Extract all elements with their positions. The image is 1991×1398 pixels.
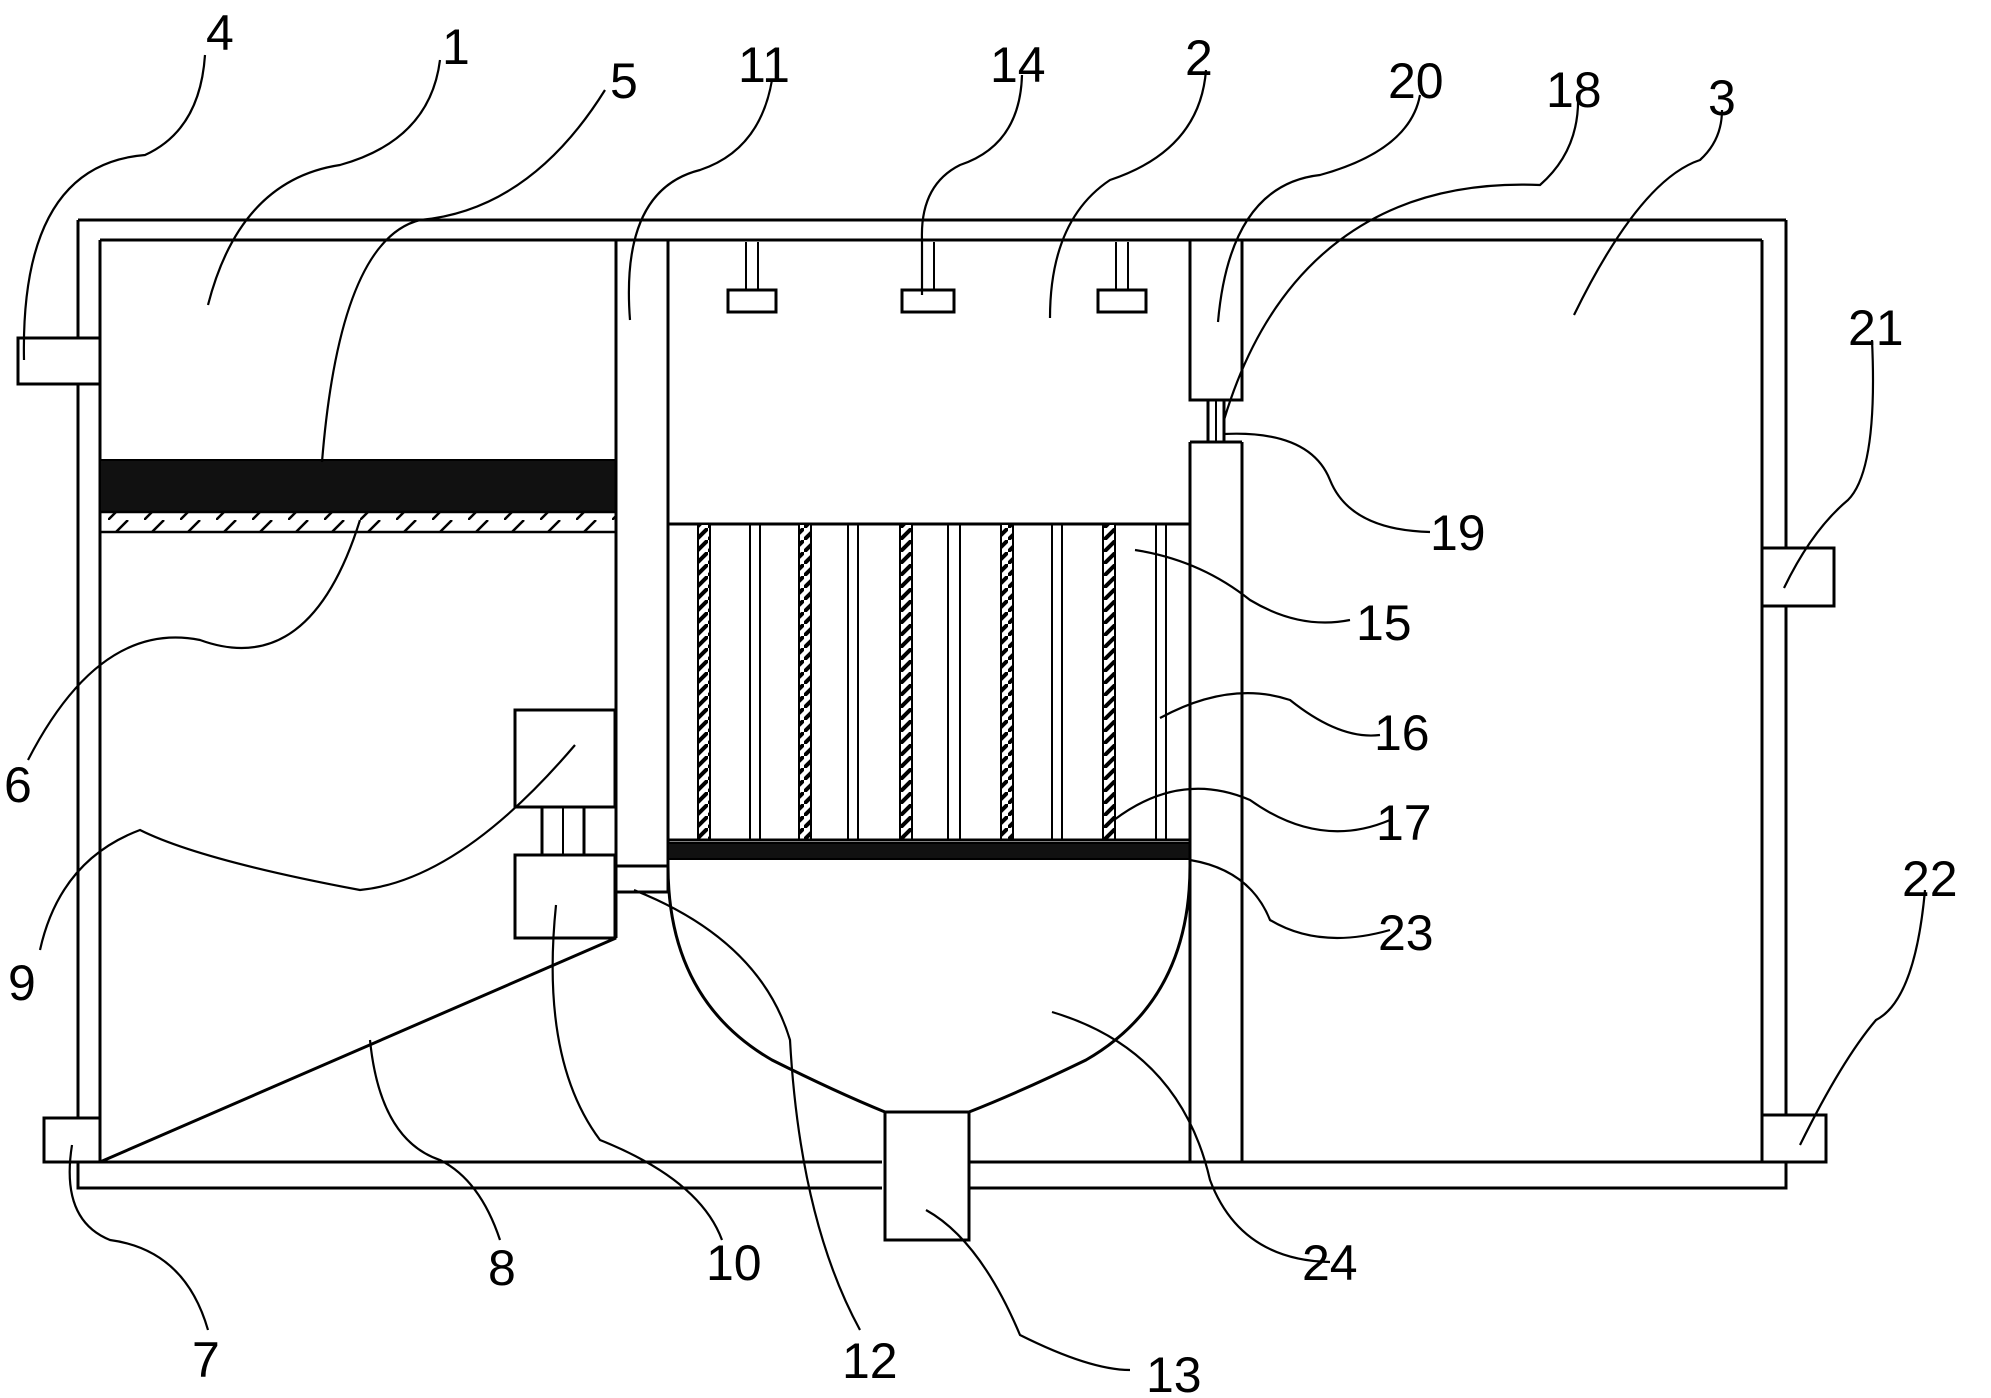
label-8: 8 [488,1240,516,1296]
label-4: 4 [206,5,234,61]
label-17: 17 [1376,795,1432,851]
label-1: 1 [442,19,470,75]
label-24: 24 [1302,1235,1358,1291]
leader-23 [1189,858,1391,940]
baffle-plate [1102,523,1116,841]
mesh-plate [667,842,1191,860]
divider-column [614,240,670,938]
right-divider [1188,238,1244,1162]
leader-5 [320,89,606,463]
label-11: 11 [738,37,790,93]
chamber-2 [666,242,1192,1114]
chamber-1 [98,459,618,1164]
leader-14 [920,74,1024,295]
label-21: 21 [1848,300,1904,356]
leader-6 [27,519,362,761]
cylinder [1188,238,1244,402]
leader-8 [368,1039,502,1241]
leader-7 [68,1144,210,1331]
leader-18 [1222,94,1580,421]
left-drain-port [42,1116,102,1164]
leader-4 [22,54,207,361]
leader-20 [1216,94,1422,323]
baffle-plate [697,523,711,841]
leader-17 [1113,787,1391,833]
connecting-pipe [614,864,670,894]
leader-13 [925,1209,1131,1372]
leader-10 [551,904,724,1241]
leader-lines [22,54,1927,1372]
spray-nozzle-1 [726,288,778,314]
label-5: 5 [610,53,638,109]
spray-nozzles [726,242,1148,314]
baffle-plate [899,523,913,841]
leader-24 [1051,1010,1331,1264]
label-16: 16 [1374,705,1430,761]
filter-layer [99,459,617,513]
inclined-bottom [99,936,617,1164]
housing [76,218,1788,1190]
label-19: 19 [1430,505,1486,561]
spray-nozzle-2 [900,288,956,314]
leader-21 [1783,339,1875,589]
label-14: 14 [990,37,1046,93]
funnel-right [968,865,1192,1114]
label-18: 18 [1546,62,1602,118]
funnel-left [666,865,886,1114]
label-6: 6 [4,757,32,813]
bottom-discharge-pipe [883,1110,971,1242]
leader-1 [206,59,442,306]
leader-2 [1048,69,1208,319]
label-7: 7 [192,1332,220,1388]
right-drain-port [1760,1113,1828,1164]
leader-15 [1134,548,1351,624]
label-12: 12 [842,1333,898,1389]
packing-section [667,522,1191,860]
leader-22 [1799,889,1927,1146]
baffle-plate [1000,523,1014,841]
leader-16 [1159,692,1381,737]
label-3: 3 [1708,70,1736,126]
leader-19 [1223,432,1431,534]
label-2: 2 [1185,30,1213,86]
label-22: 22 [1902,851,1958,907]
label-15: 15 [1356,595,1412,651]
inlet-pipe [16,336,102,386]
baffle-plate [798,523,812,841]
spray-nozzle-3 [1096,288,1148,314]
pump-box [513,853,617,940]
label-23: 23 [1378,905,1434,961]
label-9: 9 [8,955,36,1011]
label-20: 20 [1388,53,1444,109]
label-13: 13 [1146,1347,1202,1398]
reference-numerals: 4 1 5 11 14 2 20 18 3 21 22 19 15 16 17 … [4,5,1958,1398]
leader-12 [633,888,861,1331]
leader-3 [1573,109,1724,316]
leader-9 [38,744,576,951]
leader-11 [627,79,774,321]
label-10: 10 [706,1235,762,1291]
bottom-wall-outer-left [76,1162,882,1190]
outlet-pipe [1760,546,1836,608]
bottom-wall-outer-right [970,1162,1788,1190]
